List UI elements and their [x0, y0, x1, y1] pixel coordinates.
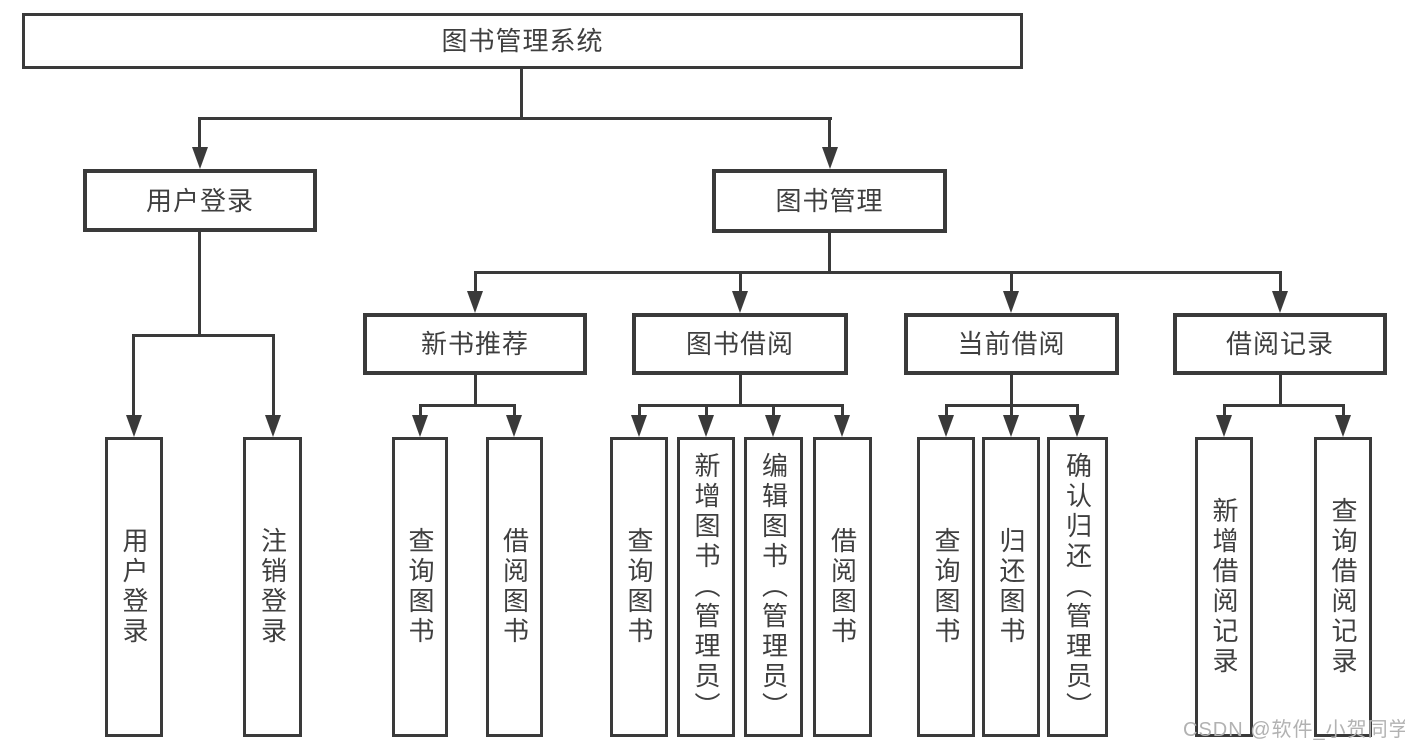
connector-drop-book-borrow [739, 271, 742, 293]
connector-mgmt-stem [828, 233, 831, 274]
leaf-query-books-current-label: 查询图书 [931, 527, 961, 647]
connector-drop-borrow-records [1279, 271, 1282, 293]
connector-drop [1010, 404, 1013, 417]
node-book-borrowing-label: 图书借阅 [685, 329, 794, 359]
node-new-book-recommend: 新书推荐 [363, 313, 587, 375]
leaf-user-login: 用户登录 [105, 437, 163, 737]
connector-drop [705, 404, 708, 417]
arrowhead-down [1216, 415, 1232, 437]
node-root-label: 图书管理系统 [441, 26, 604, 56]
connector-drop-leaf-user-login [132, 334, 135, 416]
leaf-user-login-label: 用户登录 [119, 527, 149, 647]
arrowhead-down [506, 415, 522, 437]
node-current-borrowing: 当前借阅 [904, 313, 1119, 375]
leaf-query-books-recommend-label: 查询图书 [405, 527, 435, 647]
connector-drop [841, 404, 844, 417]
connector-drop [419, 404, 422, 417]
connector-newbook-hline [419, 404, 516, 407]
node-book-management-label: 图书管理 [775, 186, 884, 216]
leaf-confirm-return-admin-label: 确认归还（管理员） [1062, 452, 1093, 722]
connector-drop [1342, 404, 1345, 417]
connector-borrowing-hline [638, 404, 843, 407]
leaf-borrow-books-borrowing-label: 借阅图书 [827, 527, 858, 647]
leaf-borrow-books-recommend-label: 借阅图书 [499, 527, 530, 647]
leaf-return-book: 归还图书 [982, 437, 1040, 737]
arrowhead-to-leaf-logout [265, 415, 281, 437]
connector-newbook-stem [474, 375, 477, 406]
leaf-query-books-recommend: 查询图书 [392, 437, 448, 737]
connector-login-hline [132, 334, 275, 337]
connector-root-stem [520, 69, 523, 120]
arrowhead-down [412, 415, 428, 437]
connector-records-stem [1279, 375, 1282, 406]
leaf-add-borrow-record-label: 新增借阅记录 [1209, 497, 1239, 677]
arrowhead-to-book-mgmt [822, 147, 838, 169]
leaf-query-books-current: 查询图书 [917, 437, 975, 737]
leaf-query-borrow-record: 查询借阅记录 [1314, 437, 1372, 737]
arrowhead-down [631, 415, 647, 437]
leaf-edit-book-admin: 编辑图书（管理员） [744, 437, 803, 737]
node-root: 图书管理系统 [22, 13, 1023, 69]
arrowhead-down [698, 415, 714, 437]
leaf-confirm-return-admin: 确认归还（管理员） [1047, 437, 1108, 737]
leaf-borrow-books-borrowing: 借阅图书 [813, 437, 872, 737]
node-user-login-branch: 用户登录 [83, 169, 317, 232]
connector-drop-leaf-logout [272, 334, 275, 416]
arrowhead-down [765, 415, 781, 437]
arrowhead-down [1335, 415, 1351, 437]
connector-drop-current-borrow [1010, 271, 1013, 293]
arrowhead-down [1003, 415, 1019, 437]
connector-borrowing-stem [739, 375, 742, 406]
leaf-query-borrow-record-label: 查询借阅记录 [1328, 497, 1358, 677]
arrowhead-down [938, 415, 954, 437]
connector-drop-user-login [198, 117, 201, 148]
node-book-management: 图书管理 [712, 169, 947, 233]
arrowhead-to-current-borrow [1003, 291, 1019, 313]
node-new-book-recommend-label: 新书推荐 [420, 329, 529, 359]
connector-current-stem [1010, 375, 1013, 406]
arrowhead-down [1069, 415, 1085, 437]
arrowhead-down [834, 415, 850, 437]
connector-mgmt-hline [474, 271, 1282, 274]
connector-drop [1076, 404, 1079, 417]
leaf-add-book-admin-label: 新增图书（管理员） [691, 452, 721, 722]
arrowhead-to-borrow-records [1272, 291, 1288, 313]
leaf-add-borrow-record: 新增借阅记录 [1195, 437, 1253, 737]
connector-records-hline [1223, 404, 1344, 407]
connector-login-stem [198, 232, 201, 337]
connector-drop [513, 404, 516, 417]
arrowhead-to-user-login [192, 147, 208, 169]
connector-drop-new-book [474, 271, 477, 293]
connector-drop [945, 404, 948, 417]
arrowhead-to-book-borrow [732, 291, 748, 313]
arrowhead-to-new-book [467, 291, 483, 313]
connector-drop [638, 404, 641, 417]
leaf-return-book-label: 归还图书 [996, 527, 1026, 647]
node-current-borrowing-label: 当前借阅 [957, 329, 1066, 359]
leaf-add-book-admin: 新增图书（管理员） [677, 437, 735, 737]
node-book-borrowing: 图书借阅 [632, 313, 848, 375]
csdn-watermark: CSDN @软件_小贺同学 [1183, 719, 1405, 741]
connector-drop-book-mgmt [828, 117, 831, 148]
leaf-query-books-borrowing: 查询图书 [610, 437, 668, 737]
leaf-logout-label: 注销登录 [257, 527, 288, 647]
node-borrow-records-label: 借阅记录 [1225, 329, 1334, 359]
connector-drop [772, 404, 775, 417]
leaf-edit-book-admin-label: 编辑图书（管理员） [758, 452, 789, 722]
connector-root-hline [198, 117, 832, 120]
connector-drop [1223, 404, 1226, 417]
node-borrow-records: 借阅记录 [1173, 313, 1387, 375]
arrowhead-to-leaf-user-login [126, 415, 142, 437]
leaf-query-books-borrowing-label: 查询图书 [624, 527, 654, 647]
leaf-borrow-books-recommend: 借阅图书 [486, 437, 543, 737]
node-user-login-label: 用户登录 [145, 185, 254, 216]
leaf-logout: 注销登录 [243, 437, 302, 737]
